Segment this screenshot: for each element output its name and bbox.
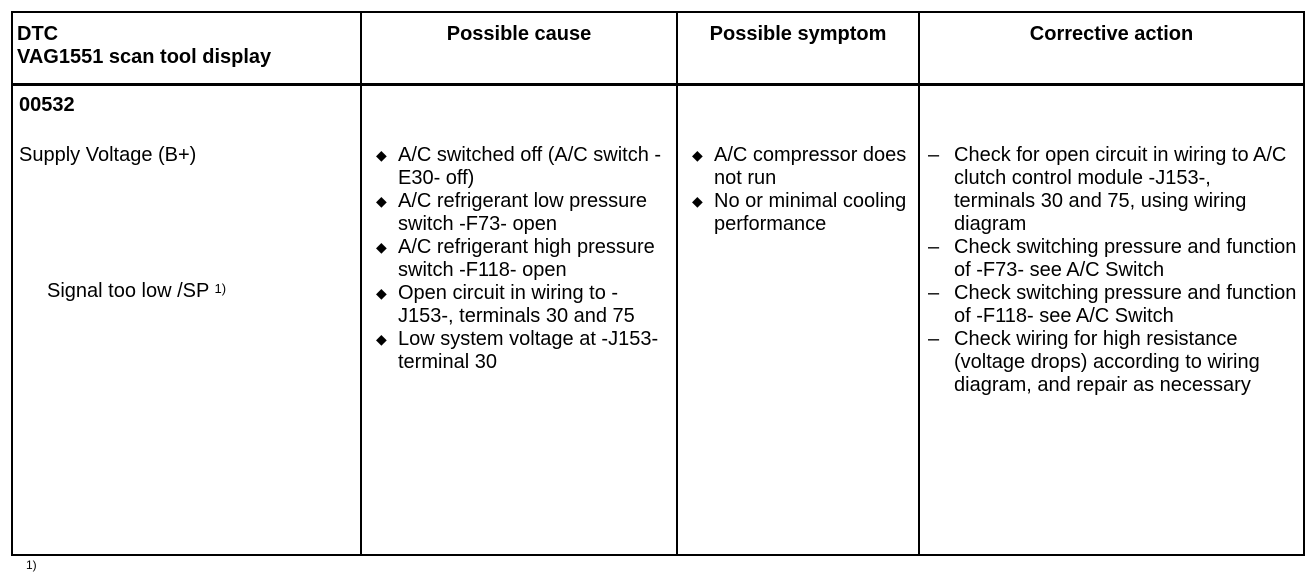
list-item: ◆ Open circuit in wiring to -J153-, termi…	[376, 281, 670, 328]
table-row: 00532 Supply Voltage (B+) Signal too low…	[11, 83, 1305, 556]
list-item-text: Check switching pressure and function of…	[954, 281, 1297, 327]
dash-icon: –	[928, 327, 940, 350]
list-item-text: A/C refrigerant low pressure switch -F73…	[398, 189, 647, 235]
dtc-code: 00532	[19, 93, 75, 116]
list-item-text: A/C compressor does not run	[714, 143, 907, 189]
bullet-icon: ◆	[692, 192, 703, 209]
list-item-text: A/C refrigerant high pressure switch -F1…	[398, 235, 655, 281]
list-item: –Check wiring for high resistance (volta…	[928, 327, 1297, 397]
list-item: –Check switching pressure and function o…	[928, 235, 1297, 282]
list-item-text: Low system voltage at -J153- terminal 30	[398, 327, 659, 373]
list-item: –Check switching pressure and function o…	[928, 281, 1297, 328]
bullet-icon: ◆	[376, 238, 387, 255]
header-corrective-action: Corrective action	[918, 11, 1305, 85]
list-item: ◆ A/C compressor does not run	[692, 143, 912, 190]
cell-possible-symptom: ◆ A/C compressor does not run ◆ No or mini…	[676, 83, 920, 556]
bullet-icon: ◆	[376, 330, 387, 347]
list-item-text: Check for open circuit in wiring to A/C …	[954, 143, 1287, 235]
bullet-icon: ◆	[376, 284, 387, 301]
list-item-text: No or minimal cooling performance	[714, 189, 907, 235]
list-item: –Check for open circuit in wiring to A/C…	[928, 143, 1297, 236]
dtc-fault-name: Supply Voltage (B+)	[19, 143, 197, 166]
header-dtc-line1: DTC	[17, 23, 59, 45]
list-item: ◆ A/C refrigerant low pressure switch -F7…	[376, 189, 670, 236]
list-item-text: A/C switched off (A/C switch -E30- off)	[398, 143, 662, 189]
dtc-table: DTC VAG1551 scan tool display Possible c…	[11, 11, 1305, 556]
symptom-list: ◆ A/C compressor does not run ◆ No or mini…	[678, 144, 918, 236]
list-item-text: Check wiring for high resistance (voltag…	[954, 327, 1260, 396]
bullet-icon: ◆	[692, 146, 703, 163]
dash-icon: –	[928, 281, 940, 304]
header-possible-symptom: Possible symptom	[676, 11, 920, 85]
list-item-text: Check switching pressure and function of…	[954, 235, 1297, 281]
header-dtc-line2: VAG1551 scan tool display	[17, 46, 272, 68]
cell-corrective-action: –Check for open circuit in wiring to A/C…	[918, 83, 1305, 556]
dtc-fault-type: Signal too low /SP 1)	[47, 280, 226, 303]
list-item: ◆ No or minimal cooling performance	[692, 189, 912, 236]
cell-possible-cause: ◆ A/C switched off (A/C switch -E30- off)…	[360, 83, 678, 556]
list-item: ◆ Low system voltage at -J153- terminal 3…	[376, 327, 670, 374]
cell-dtc: 00532 Supply Voltage (B+) Signal too low…	[11, 83, 362, 556]
list-item: ◆ A/C switched off (A/C switch -E30- off)	[376, 143, 670, 190]
footnote-marker: 1)	[26, 558, 37, 572]
bullet-icon: ◆	[376, 146, 387, 163]
dtc-fault-type-text: Signal too low /SP	[47, 279, 209, 302]
bullet-icon: ◆	[376, 192, 387, 209]
table-header-row: DTC VAG1551 scan tool display Possible c…	[11, 11, 1305, 85]
header-possible-cause: Possible cause	[360, 11, 678, 85]
dash-icon: –	[928, 143, 940, 166]
dash-icon: –	[928, 235, 940, 258]
header-dtc: DTC VAG1551 scan tool display	[11, 11, 362, 85]
footnote-ref: 1)	[214, 280, 227, 296]
cause-list: ◆ A/C switched off (A/C switch -E30- off)…	[362, 144, 676, 374]
action-list: –Check for open circuit in wiring to A/C…	[920, 144, 1303, 397]
list-item-text: Open circuit in wiring to -J153-, termin…	[398, 281, 635, 327]
list-item: ◆ A/C refrigerant high pressure switch -F…	[376, 235, 670, 282]
